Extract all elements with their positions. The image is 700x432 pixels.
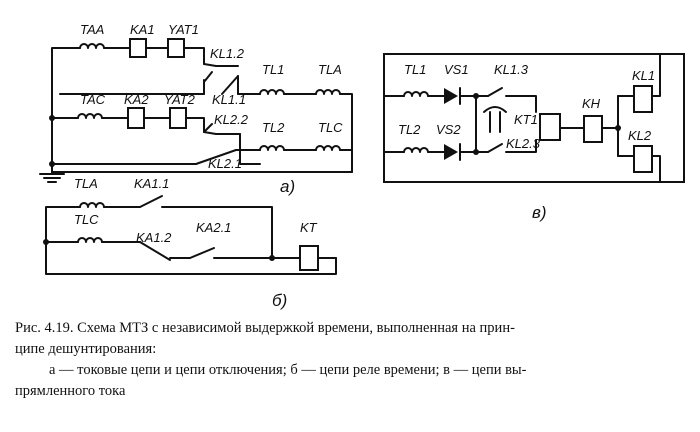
label-kh: KH — [582, 96, 601, 111]
transformer-tl1-a — [259, 89, 285, 95]
label-vs1: VS1 — [444, 62, 469, 77]
caption-line-1: Рис. 4.19. Схема МТЗ с независимой выдер… — [15, 320, 515, 336]
caption-line-3: а — токовые цепи и цепи отключения; б — … — [49, 362, 527, 378]
label-kt: KT — [300, 220, 318, 235]
transformer-tla-b — [79, 202, 105, 208]
label-tla-a: TLA — [318, 62, 342, 77]
contact-ka2-1 — [189, 247, 215, 259]
circuit-a-phase-a — [51, 38, 353, 173]
contact-ka1-1 — [139, 195, 163, 208]
label-tlc-b: TLC — [74, 212, 99, 227]
label-part-a: а) — [280, 177, 295, 196]
relay-ka1-coil — [129, 38, 147, 58]
contact-ka1-2 — [139, 241, 171, 261]
relay-kl2-coil — [633, 145, 653, 173]
schematic-a: TAA KA1 YAT1 KL1.2 TAC KA2 YAT2 KL1.1 KL… — [39, 22, 353, 196]
label-tl2-a: TL2 — [262, 120, 285, 135]
diode-vs2 — [444, 144, 458, 160]
diode-vs1 — [444, 88, 458, 104]
label-ka2: KA2 — [124, 92, 149, 107]
schematic-v: TL1 VS1 KL1.3 KT1 TL2 VS2 KL2.3 KH KL1 K… — [383, 53, 685, 222]
contact-kl1-1 — [221, 75, 239, 95]
schematic-b: TLA KA1.1 TLC KA1.2 KA2.1 KT б) — [43, 176, 337, 310]
label-kl1-3: KL1.3 — [494, 62, 529, 77]
contact-kl2-1 — [195, 149, 237, 165]
transformer-tl2-v — [403, 147, 429, 153]
label-kl2-2: KL2.2 — [214, 112, 249, 127]
contact-kl2-3 — [487, 143, 503, 153]
label-tac: TAC — [80, 92, 106, 107]
relay-kh-coil — [583, 115, 603, 143]
label-taa: TAA — [80, 22, 104, 37]
label-tl2-v: TL2 — [398, 122, 421, 137]
label-ka2-1: KA2.1 — [196, 220, 231, 235]
label-kl1: KL1 — [632, 68, 655, 83]
label-ka1-2: KA1.2 — [136, 230, 172, 245]
caption-line-4: прямленного тока — [15, 383, 126, 399]
label-kl1-2: KL1.2 — [210, 46, 245, 61]
circuit-v-frame — [383, 53, 685, 183]
label-kl2: KL2 — [628, 128, 652, 143]
relay-kl1-coil — [633, 85, 653, 113]
transformer-tl1-v — [403, 91, 429, 97]
label-kt1: KT1 — [514, 112, 538, 127]
label-yat1: YAT1 — [168, 22, 199, 37]
figure-caption: Рис. 4.19. Схема МТЗ с независимой выдер… — [15, 318, 687, 402]
label-ka1: KA1 — [130, 22, 155, 37]
label-kl1-1: KL1.1 — [212, 92, 246, 107]
transformer-tl2-a — [259, 145, 285, 151]
contact-kt1 — [483, 106, 507, 113]
mtz-circuit-diagram: TAA KA1 YAT1 KL1.2 TAC KA2 YAT2 KL1.1 KL… — [39, 22, 685, 310]
label-kl2-1: KL2.1 — [208, 156, 242, 171]
caption-line-2: ципе дешунтирования: — [15, 341, 157, 357]
transformer-tlc-b — [77, 237, 103, 243]
label-kl2-3: KL2.3 — [506, 136, 541, 151]
coil-yat1 — [167, 38, 185, 58]
label-tl1-a: TL1 — [262, 62, 284, 77]
transformer-tla-a — [315, 89, 341, 95]
label-vs2: VS2 — [436, 122, 461, 137]
label-part-v: в) — [532, 203, 547, 222]
label-part-b: б) — [272, 291, 287, 310]
coil-yat2 — [169, 107, 187, 129]
ground-symbol — [39, 163, 65, 183]
label-tl1-v: TL1 — [404, 62, 426, 77]
transformer-tlc-a — [315, 145, 341, 151]
relay-ka2-coil — [127, 107, 145, 129]
label-tlc-a: TLC — [318, 120, 343, 135]
label-tla-b: TLA — [74, 176, 98, 191]
relay-kt1-coil — [539, 113, 561, 141]
label-yat2: YAT2 — [164, 92, 196, 107]
relay-kt-coil — [299, 245, 319, 271]
label-ka1-1: KA1.1 — [134, 176, 169, 191]
circuit-a-phase-c — [49, 107, 353, 173]
contact-kl1-3 — [487, 87, 503, 97]
